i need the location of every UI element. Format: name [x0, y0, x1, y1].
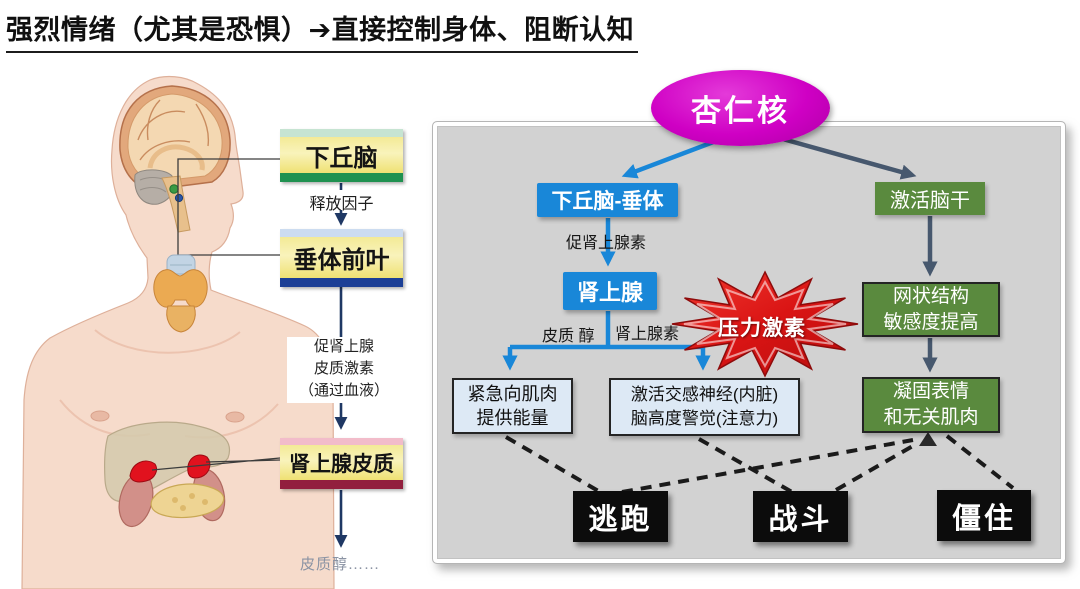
sympathetic-line1: 激活交感神经(内脏)	[630, 385, 779, 405]
outcome-fight: 战斗	[753, 491, 848, 542]
cortisol-caption: 皮质醇……	[300, 557, 381, 573]
pituitary-dot	[174, 193, 184, 203]
pancreas-texture	[189, 493, 195, 499]
amygdala-node: 杏仁核	[651, 70, 830, 146]
thyroid	[153, 269, 208, 308]
dark-flow-arrows	[771, 133, 938, 373]
dashed-outcome-lines	[504, 434, 1015, 494]
anterior-pituitary-box: 垂体前叶	[280, 229, 403, 287]
pancreas-texture	[202, 499, 208, 505]
freeze-muscle-line2: 和无关肌肉	[883, 407, 979, 428]
starburst-highlight	[683, 279, 847, 369]
acth-blood-line2: 皮质激素	[313, 361, 374, 378]
muscle-energy-node: 紧急向肌肉 提供能量	[452, 378, 573, 434]
human-anatomy-illustration	[21, 75, 335, 589]
nipple-left	[90, 410, 110, 422]
starburst	[671, 270, 859, 378]
brainstem-node: 激活脑干	[875, 182, 985, 215]
pancreas-texture	[180, 505, 186, 511]
outcome-freeze: 僵住	[937, 490, 1031, 541]
sympathetic-node: 激活交感神经(内脏) 脑高度警觉(注意力)	[609, 378, 800, 436]
freeze-muscle-line1: 凝固表情	[892, 381, 969, 403]
acth-blood-line1: 促肾上腺	[313, 339, 374, 356]
reticular-node: 网状结构 敏感度提高	[862, 282, 1000, 337]
brain-gyri	[137, 99, 210, 161]
acth-edge-label: 促肾上腺素	[566, 235, 647, 252]
freeze-muscle-node: 凝固表情 和无关肌肉	[862, 377, 1000, 433]
stress-hormone-label: 压力激素	[718, 317, 806, 340]
thymus	[166, 305, 196, 333]
head-callout-lines	[177, 158, 280, 256]
adrenal-gland-left	[129, 460, 158, 483]
adrenal-gland-right	[187, 454, 211, 479]
hypothalamus-box: 下丘脑	[280, 129, 403, 182]
releasing-factor-label: 释放因子	[309, 196, 374, 213]
muscle-energy-line2: 提供能量	[476, 408, 549, 428]
adrenal-callout-lines	[151, 457, 281, 471]
nipple-right	[225, 411, 245, 423]
pancreas	[150, 483, 225, 519]
page-title: 强烈情绪（尤其是恐惧）➔直接控制身体、阻断认知	[6, 8, 639, 53]
reticular-line2: 敏感度提高	[883, 311, 979, 333]
cortisol-edge-label: 皮质 醇	[542, 328, 595, 345]
hpa-node: 下丘脑-垂体	[537, 183, 678, 217]
reticular-line1: 网状结构	[892, 285, 969, 307]
collarbone-line	[94, 329, 241, 354]
acth-blood-line3: （通过血液）	[298, 382, 389, 399]
pancreas-texture	[172, 497, 178, 503]
acth-blood-label: 促肾上腺 皮质激素 （通过血液）	[287, 337, 401, 403]
adrenal-cortex-box: 肾上腺皮质	[280, 438, 403, 489]
adrenal-node: 肾上腺	[563, 272, 657, 310]
outcome-flee: 逃跑	[573, 491, 668, 542]
corpus-callosum	[147, 144, 205, 171]
stress-burst-shape	[671, 270, 859, 378]
blue-flow-arrows	[502, 138, 717, 371]
muscle-energy-line1: 紧急向肌肉	[467, 383, 558, 404]
dashed-converge-arrowhead	[919, 432, 937, 446]
sympathetic-line2: 脑高度警觉(注意力)	[630, 409, 779, 428]
adrenaline-edge-label: 肾上腺素	[615, 326, 680, 343]
brainstem	[161, 175, 191, 233]
